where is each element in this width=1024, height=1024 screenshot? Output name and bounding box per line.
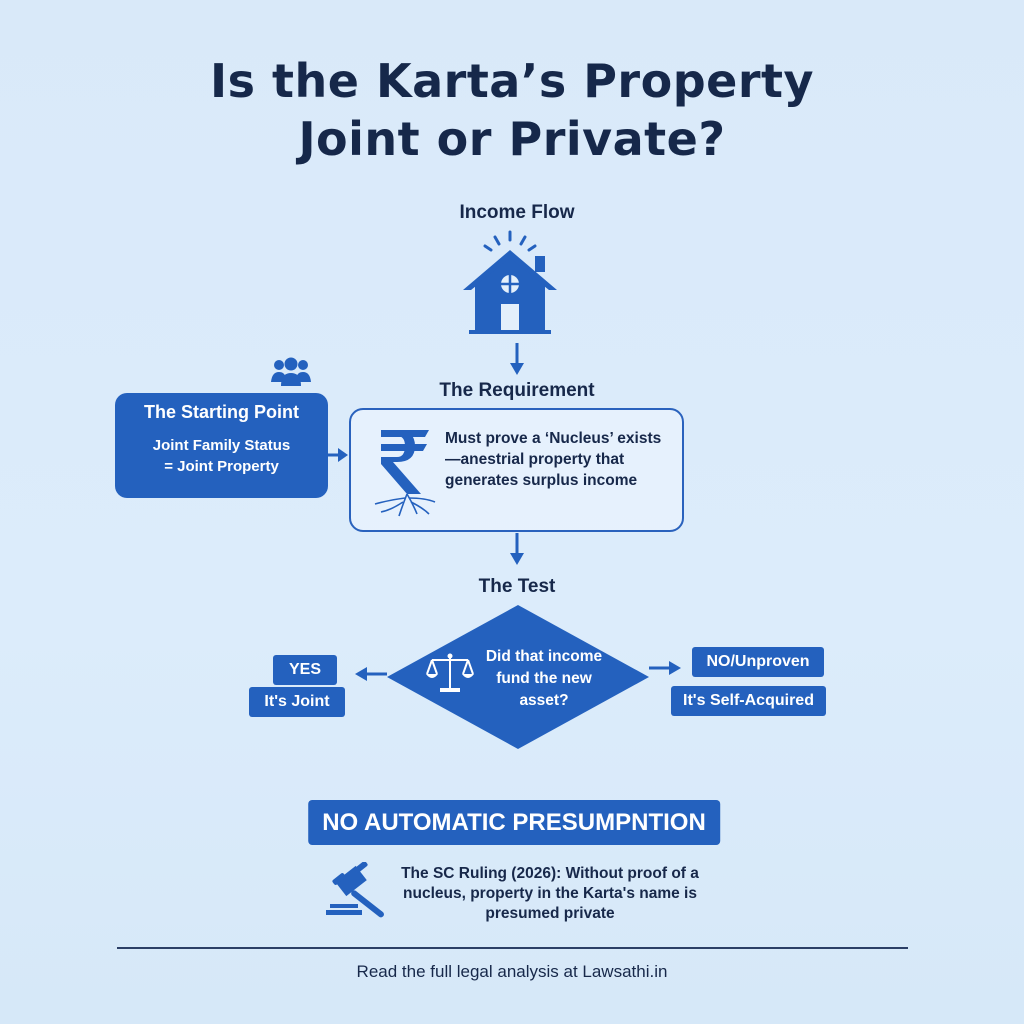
scales-icon bbox=[426, 653, 474, 692]
starting-point-line1: Joint Family Status bbox=[152, 437, 291, 454]
requirement-text: Must prove a ‘Nucleus’ exists—anestrial … bbox=[445, 430, 662, 489]
requirement-label: The Requirement bbox=[439, 380, 595, 401]
requirement-box: Must prove a ‘Nucleus’ exists—anestrial … bbox=[349, 408, 684, 532]
income-flow-label: Income Flow bbox=[459, 202, 575, 223]
page-title: Is the Karta’s Property Joint or Private… bbox=[0, 52, 1024, 168]
arrow-right-icon bbox=[649, 661, 681, 675]
arrow-down-icon bbox=[510, 533, 524, 565]
no-unproven-badge: NO/Unproven bbox=[692, 647, 824, 677]
people-icon bbox=[271, 357, 311, 386]
starting-point-box: The Starting Point Joint Family Status =… bbox=[115, 393, 328, 498]
test-diamond bbox=[387, 605, 649, 749]
title-line-2: Joint or Private? bbox=[298, 112, 726, 166]
test-label: The Test bbox=[478, 576, 556, 597]
arrow-right-icon bbox=[328, 448, 348, 462]
sc-ruling-text: The SC Ruling (2026): Without proof of a… bbox=[401, 865, 699, 922]
yes-badge: YES bbox=[273, 655, 337, 685]
divider bbox=[117, 947, 908, 949]
arrow-down-icon bbox=[510, 343, 524, 375]
arrow-left-icon bbox=[355, 667, 387, 681]
no-automatic-presumption-banner: NO AUTOMATIC PRESUMPNTION bbox=[308, 800, 720, 845]
house-icon bbox=[463, 230, 557, 334]
title-line-1: Is the Karta’s Property bbox=[209, 54, 815, 108]
starting-point-line2: = Joint Property bbox=[164, 458, 279, 475]
self-acquired-result-badge: It's Self-Acquired bbox=[671, 686, 826, 716]
footer-text: Read the full legal analysis at Lawsathi… bbox=[356, 962, 668, 981]
test-question: Did that income fund the new asset? bbox=[485, 648, 603, 709]
rupee-roots-icon bbox=[374, 430, 436, 517]
starting-point-heading: The Starting Point bbox=[144, 402, 299, 422]
joint-result-badge: It's Joint bbox=[249, 687, 345, 717]
gavel-icon bbox=[326, 862, 384, 918]
